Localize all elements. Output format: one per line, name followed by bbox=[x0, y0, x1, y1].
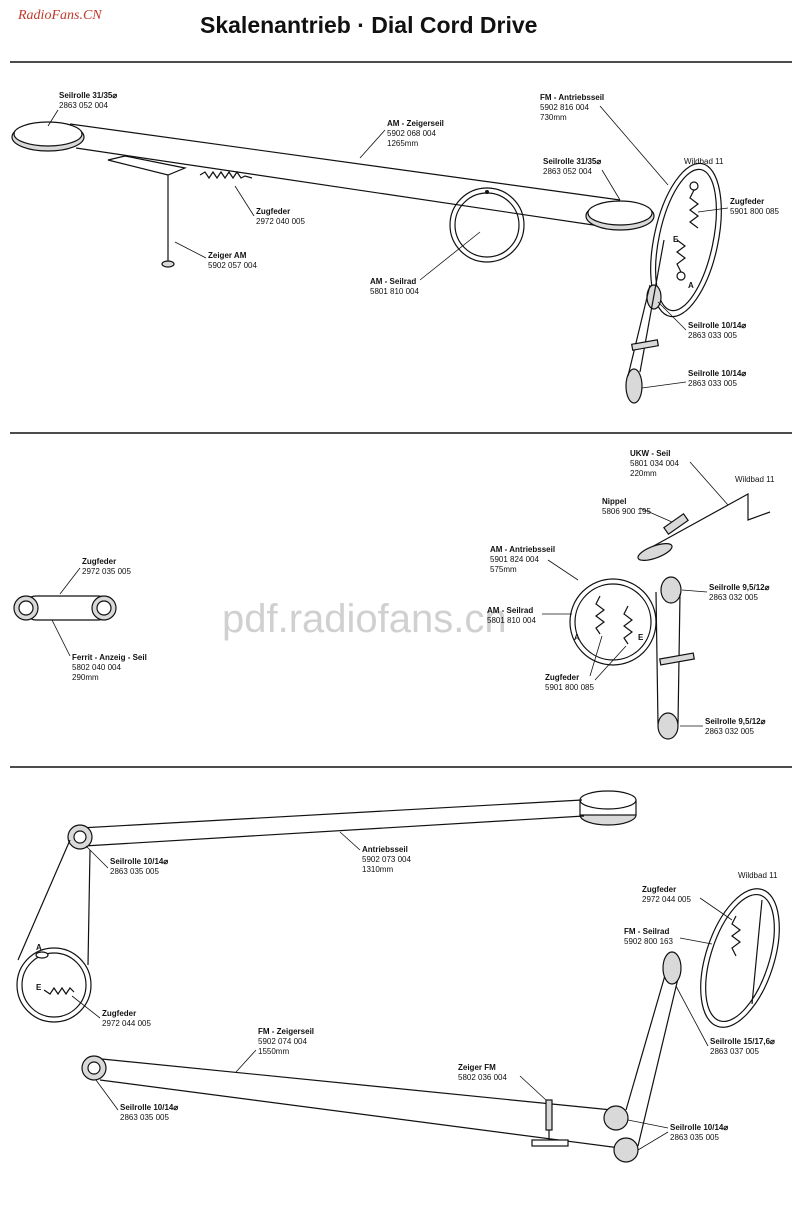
pulley-95-top bbox=[660, 576, 682, 604]
part-fm-antriebsseil: 5902 816 004 bbox=[540, 103, 589, 112]
pulley-1576 bbox=[662, 951, 682, 985]
part-seilrolle-1014-b: 2863 033 005 bbox=[688, 379, 737, 388]
part-fm-zeigerseil: 5902 074 004 bbox=[258, 1037, 307, 1046]
label-seilrolle-1014-b: Seilrolle 10/14⌀ bbox=[688, 369, 746, 378]
page-title: Skalenantrieb · Dial Cord Drive bbox=[200, 12, 537, 38]
mark-e-1: E bbox=[673, 235, 679, 244]
pulley-1014-br1 bbox=[603, 1105, 629, 1131]
label-wildbad-2: Wildbad 11 bbox=[735, 475, 775, 484]
zugfeder-spring bbox=[199, 170, 253, 180]
label-am-zeigerseil: AM - Zeigerseil bbox=[387, 119, 444, 128]
label-zugfeder-b: Zugfeder bbox=[545, 673, 579, 682]
label-zugfeder-r: Zugfeder bbox=[730, 197, 764, 206]
pointer-carriage bbox=[107, 155, 188, 176]
am-seilrad-wheel bbox=[449, 187, 525, 263]
length-am-zeigerseil: 1265mm bbox=[387, 139, 418, 148]
label-zugfeder-s2: Zugfeder bbox=[82, 557, 116, 566]
part-am-seilrad-2: 5801 810 004 bbox=[487, 616, 536, 625]
part-nippel: 5806 900 195 bbox=[602, 507, 651, 516]
left-wheel bbox=[16, 947, 92, 1023]
fm-zeigerseil-cord bbox=[91, 1057, 613, 1111]
nippel-part bbox=[663, 513, 689, 535]
part-zeiger-fm: 5802 036 004 bbox=[458, 1073, 507, 1082]
label-wildbad-3: Wildbad 11 bbox=[738, 871, 778, 880]
section-1: Seilrolle 31/35⌀ 2863 052 004 AM - Zeige… bbox=[11, 91, 779, 404]
part-ukw-seil: 5801 034 004 bbox=[630, 459, 679, 468]
part-zugfeder-r3: 2972 044 005 bbox=[642, 895, 691, 904]
mark-e-3: E bbox=[36, 983, 42, 992]
length-fm-zeigerseil: 1550mm bbox=[258, 1047, 289, 1056]
label-ukw-seil: UKW - Seil bbox=[630, 449, 670, 458]
part-zugfeder-l3: 2972 044 005 bbox=[102, 1019, 151, 1028]
label-seilrolle-1014-bl: Seilrolle 10/14⌀ bbox=[120, 1103, 178, 1112]
label-seilrolle-1014-br: Seilrolle 10/14⌀ bbox=[670, 1123, 728, 1132]
watermark: pdf.radiofans.cn bbox=[222, 597, 507, 641]
fm-seilrad-wheel bbox=[700, 888, 780, 1028]
length-am-antriebsseil: 575mm bbox=[490, 565, 517, 574]
pulley-1014-br2 bbox=[613, 1137, 639, 1163]
label-seilrolle-1014-top: Seilrolle 10/14⌀ bbox=[110, 857, 168, 866]
label-seilrolle-1576: Seilrolle 15/17,6⌀ bbox=[710, 1037, 775, 1046]
length-fm-antriebsseil: 730mm bbox=[540, 113, 567, 122]
part-seilrolle-95-a: 2863 032 005 bbox=[709, 593, 758, 602]
am-seilrad-wheel-2 bbox=[569, 578, 657, 666]
label-zeiger-fm: Zeiger FM bbox=[458, 1063, 496, 1072]
mark-a-3: A bbox=[36, 943, 42, 952]
label-seilrolle-95-a: Seilrolle 9,5/12⌀ bbox=[709, 583, 770, 592]
label-zugfeder: Zugfeder bbox=[256, 207, 290, 216]
label-fm-seilrad: FM - Seilrad bbox=[624, 927, 669, 936]
part-am-zeigerseil: 5902 068 004 bbox=[387, 129, 436, 138]
pulley-95-bottom bbox=[657, 712, 679, 740]
part-am-antriebsseil: 5901 824 004 bbox=[490, 555, 539, 564]
ukw-cord bbox=[649, 492, 771, 549]
label-wildbad-1: Wildbad 11 bbox=[684, 157, 724, 166]
label-zugfeder-l3: Zugfeder bbox=[102, 1009, 136, 1018]
small-pulley-2 bbox=[625, 368, 643, 404]
label-zeiger-am: Zeiger AM bbox=[208, 251, 247, 260]
label-seilrolle-right: Seilrolle 31/35⌀ bbox=[543, 157, 601, 166]
part-seilrolle-1014-top: 2863 035 005 bbox=[110, 867, 159, 876]
label-am-antriebsseil: AM - Antriebsseil bbox=[490, 545, 555, 554]
am-zeigerseil-cord bbox=[69, 123, 621, 201]
length-ferrit: 290mm bbox=[72, 673, 99, 682]
part-seilrolle-1576: 2863 037 005 bbox=[710, 1047, 759, 1056]
part-zugfeder: 2972 040 005 bbox=[256, 217, 305, 226]
label-seilrolle-left: Seilrolle 31/35⌀ bbox=[59, 91, 117, 100]
part-seilrolle-right: 2863 052 004 bbox=[543, 167, 592, 176]
part-zugfeder-r: 5901 800 085 bbox=[730, 207, 779, 216]
antriebsseil-cord bbox=[79, 799, 583, 829]
part-seilrolle-1014-a: 2863 033 005 bbox=[688, 331, 737, 340]
length-ukw-seil: 220mm bbox=[630, 469, 657, 478]
brand-watermark: RadioFans.CN bbox=[17, 8, 102, 23]
part-seilrolle-left: 2863 052 004 bbox=[59, 101, 108, 110]
part-seilrolle-95-b: 2863 032 005 bbox=[705, 727, 754, 736]
part-zugfeder-s2: 2972 035 005 bbox=[82, 567, 131, 576]
part-zugfeder-b: 5901 800 085 bbox=[545, 683, 594, 692]
label-ferrit: Ferrit - Anzeig - Seil bbox=[72, 653, 147, 662]
label-antriebsseil: Antriebsseil bbox=[362, 845, 408, 854]
part-ferrit: 5802 040 004 bbox=[72, 663, 121, 672]
part-seilrolle-1014-br: 2863 035 005 bbox=[670, 1133, 719, 1142]
part-zeiger-am: 5902 057 004 bbox=[208, 261, 257, 270]
label-seilrolle-1014-a: Seilrolle 10/14⌀ bbox=[688, 321, 746, 330]
section-3: Seilrolle 10/14⌀ 2863 035 005 Antriebsse… bbox=[16, 790, 780, 1163]
part-antriebsseil: 5902 073 004 bbox=[362, 855, 411, 864]
fm-wheel bbox=[650, 162, 722, 318]
part-seilrolle-1014-bl: 2863 035 005 bbox=[120, 1113, 169, 1122]
mark-a-2: A bbox=[574, 633, 580, 642]
part-am-seilrad: 5801 810 004 bbox=[370, 287, 419, 296]
length-antriebsseil: 1310mm bbox=[362, 865, 393, 874]
label-seilrolle-95-b: Seilrolle 9,5/12⌀ bbox=[705, 717, 766, 726]
label-am-seilrad-2: AM - Seilrad bbox=[487, 606, 533, 615]
label-am-seilrad: AM - Seilrad bbox=[370, 277, 416, 286]
label-zugfeder-r3: Zugfeder bbox=[642, 885, 676, 894]
mark-a-1: A bbox=[688, 281, 694, 290]
section-2: Zugfeder 2972 035 005 Ferrit - Anzeig - … bbox=[13, 449, 775, 740]
label-nippel: Nippel bbox=[602, 497, 626, 506]
label-fm-zeigerseil: FM - Zeigerseil bbox=[258, 1027, 314, 1036]
part-fm-seilrad: 5902 800 163 bbox=[624, 937, 673, 946]
mark-e-2: E bbox=[638, 633, 644, 642]
label-fm-antriebsseil: FM - Antriebsseil bbox=[540, 93, 604, 102]
